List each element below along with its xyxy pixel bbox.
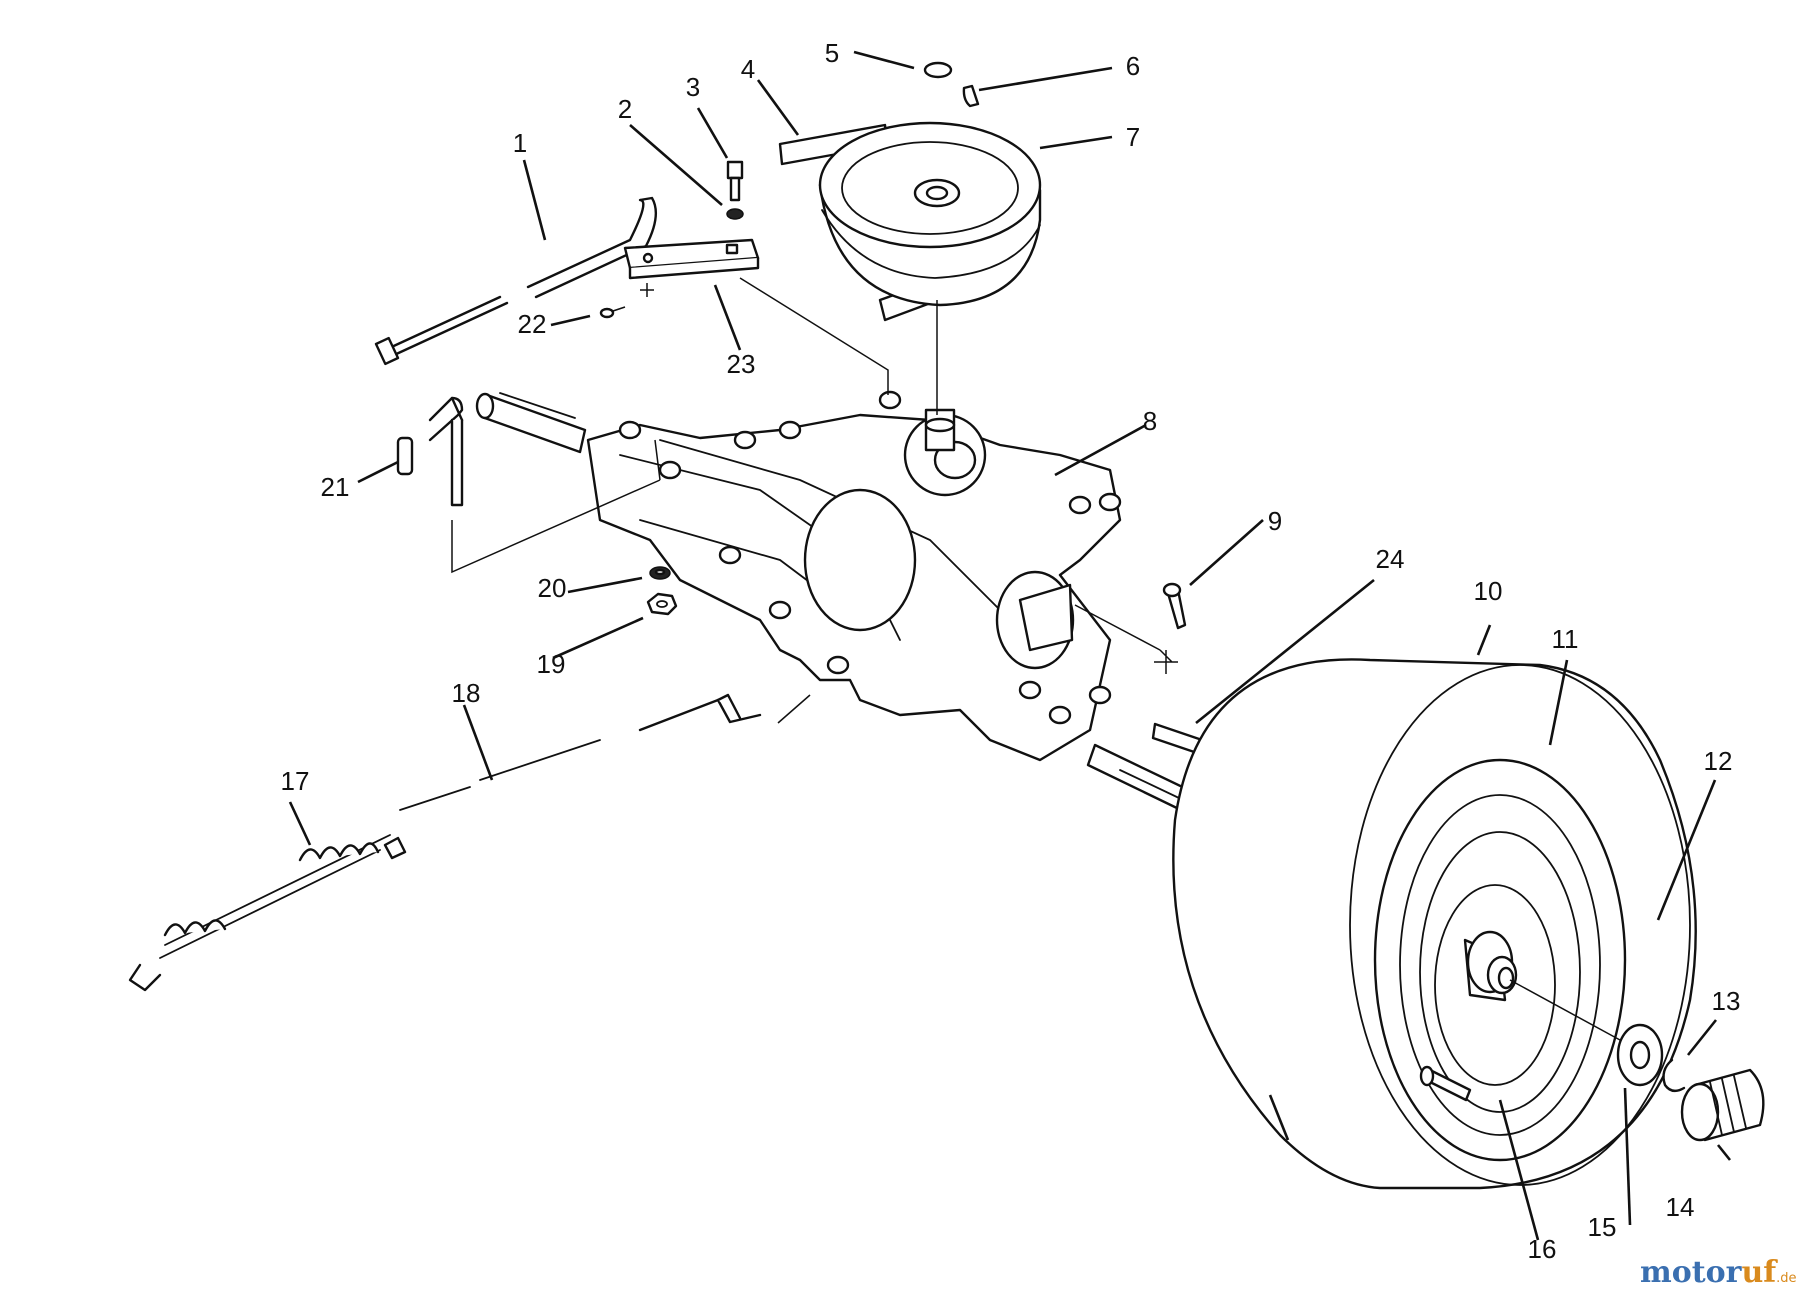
callout-8: 8 xyxy=(1143,406,1157,436)
callout-13: 13 xyxy=(1712,986,1741,1016)
callout-21: 21 xyxy=(321,472,350,502)
retaining-ring-part-5 xyxy=(923,61,953,79)
hub-cap-part-14 xyxy=(1680,1068,1765,1142)
callout-11: 11 xyxy=(1552,624,1579,654)
shift-rod-part xyxy=(374,196,658,366)
callout-14: 14 xyxy=(1666,1192,1695,1222)
callout-23: 23 xyxy=(727,349,756,379)
callout-5: 5 xyxy=(825,38,839,68)
alignment-cross xyxy=(640,283,654,297)
pulley-part xyxy=(818,121,1042,307)
callout-20: 20 xyxy=(538,573,567,603)
callout-18: 18 xyxy=(452,678,481,708)
callout-6: 6 xyxy=(1126,51,1140,81)
valve-stem-part-16 xyxy=(1419,1065,1472,1102)
callout-7: 7 xyxy=(1126,122,1140,152)
washer-part xyxy=(726,208,744,220)
callout-12: 12 xyxy=(1704,746,1733,776)
retaining-ring-part-13 xyxy=(1662,1058,1686,1093)
washer-part-15 xyxy=(1616,1023,1664,1087)
watermark-logo: motoruf.de xyxy=(1640,1255,1797,1290)
callout-22: 22 xyxy=(518,309,547,339)
spring-part-17 xyxy=(128,834,407,992)
callout-4: 4 xyxy=(741,54,755,84)
callout-10: 10 xyxy=(1474,576,1503,606)
callout-16: 16 xyxy=(1528,1234,1557,1264)
callout-9: 9 xyxy=(1268,506,1282,536)
washer-hole xyxy=(654,568,666,576)
svg-text:motoruf.de: motoruf.de xyxy=(1640,1255,1797,1290)
callout-24: 24 xyxy=(1376,544,1405,574)
callout-17: 17 xyxy=(281,766,310,796)
leader-lines xyxy=(288,50,1732,1241)
bracket-part xyxy=(623,238,760,280)
control-rod-part-18 xyxy=(399,693,762,811)
callout-2: 2 xyxy=(618,94,632,124)
callout-labels: 1 2 3 4 5 6 7 8 9 10 11 12 13 14 15 16 1… xyxy=(281,38,1741,1264)
shift-arm-part-21 xyxy=(396,396,464,507)
pin-part-22 xyxy=(599,306,626,319)
clevis-pin-part-9 xyxy=(1162,582,1187,630)
callout-1: 1 xyxy=(513,128,527,158)
callout-3: 3 xyxy=(686,72,700,102)
transaxle-part xyxy=(475,390,1226,828)
bolt-part xyxy=(726,160,744,202)
nut-part-19 xyxy=(646,592,678,616)
key-part-6 xyxy=(962,84,980,108)
hub-part xyxy=(1463,930,1518,1002)
callout-19: 19 xyxy=(537,649,566,679)
callout-15: 15 xyxy=(1588,1212,1617,1242)
